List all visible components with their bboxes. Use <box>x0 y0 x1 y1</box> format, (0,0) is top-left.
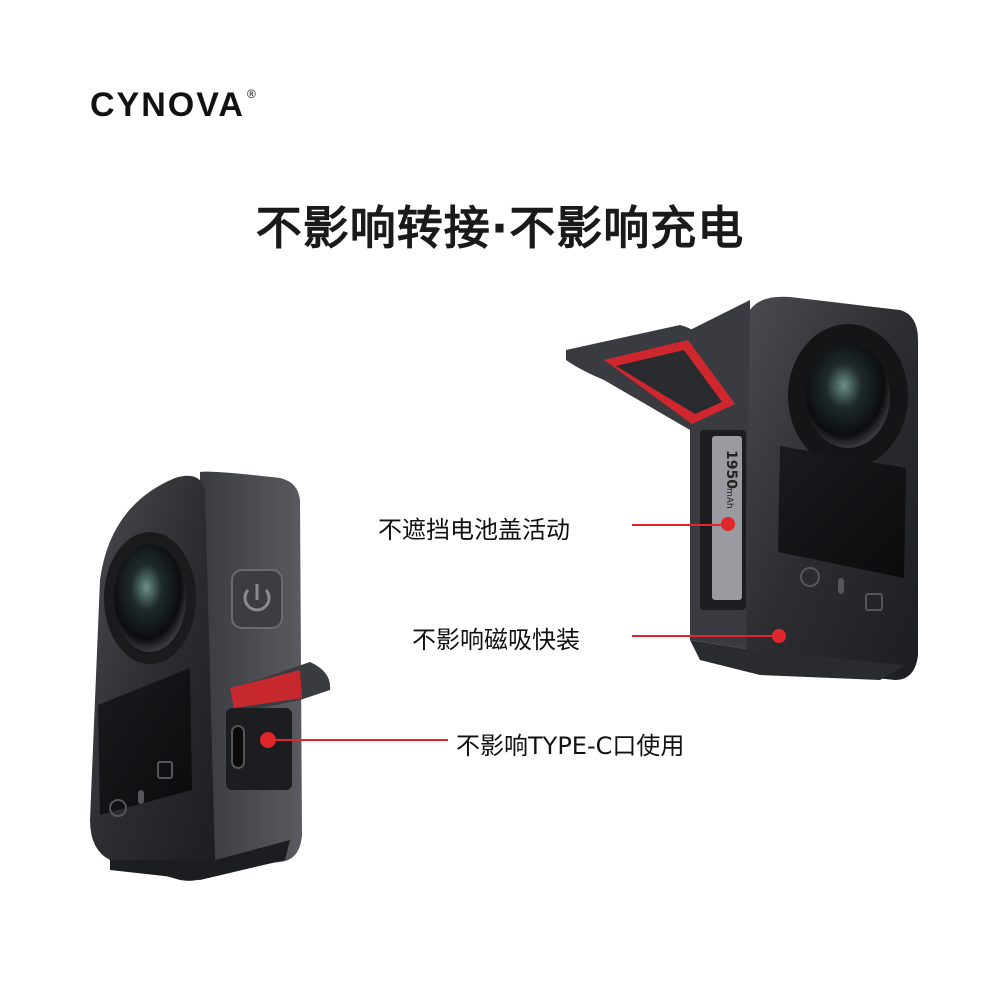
type-c-port <box>231 725 245 769</box>
battery-lid-inner <box>616 350 722 414</box>
callout-typec: 不影响TYPE-C口使用 <box>456 732 685 760</box>
right-button-square <box>865 593 883 611</box>
battery-unit: mAh <box>724 488 734 509</box>
right-button-circle <box>800 567 820 587</box>
left-button-circle <box>109 799 127 817</box>
brand-logo: CYNOVA® <box>90 86 256 125</box>
battery-capacity: 1950 <box>723 450 739 489</box>
right-camera: 1950 mAh <box>566 296 918 680</box>
left-button-square <box>157 761 173 779</box>
registered-mark: ® <box>246 86 256 101</box>
left-camera <box>90 471 331 881</box>
power-icon <box>243 589 271 612</box>
right-camera-bottom <box>690 640 905 680</box>
callout-battery: 不遮挡电池盖活动 <box>378 516 570 544</box>
left-button-pill <box>138 790 144 804</box>
left-flap-seal <box>230 670 302 708</box>
brand-name: CYNOVA <box>90 86 245 124</box>
headline: 不影响转接·不影响充电 <box>255 201 745 255</box>
right-button-pill <box>838 578 844 594</box>
right-screen <box>778 446 906 578</box>
left-lens <box>114 544 186 652</box>
left-camera-bottom <box>110 840 290 880</box>
callout-magnet: 不影响磁吸快装 <box>412 626 580 654</box>
right-lens <box>806 344 890 448</box>
